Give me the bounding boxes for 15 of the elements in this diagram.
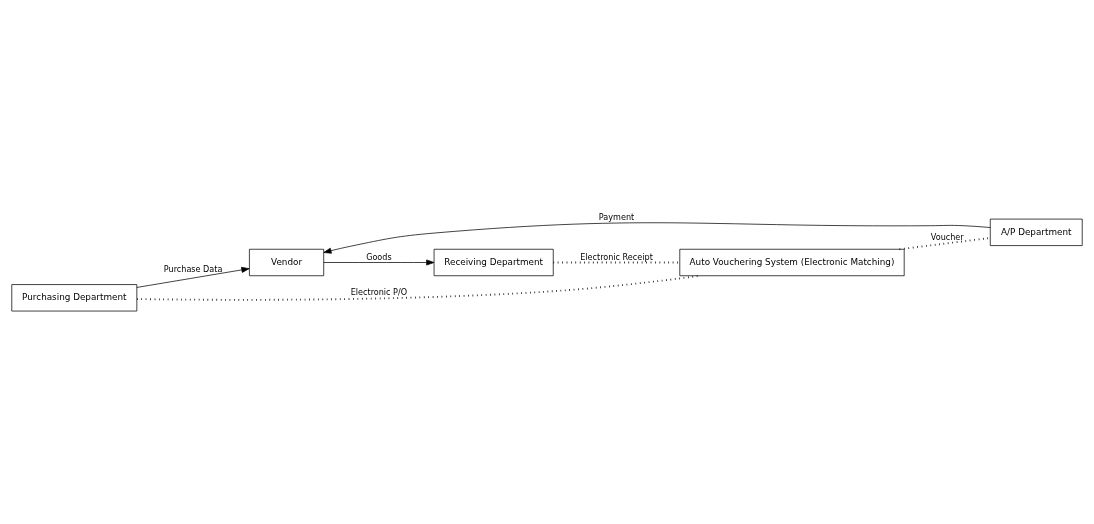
arrow <box>323 221 991 254</box>
edge-label: Payment <box>598 211 635 222</box>
arrow <box>323 259 435 265</box>
edge-label: Electronic P/O <box>350 286 408 297</box>
node-box: Vendor <box>249 248 325 276</box>
node-box: Purchasing Department <box>11 283 138 311</box>
edge-label: Purchase Data <box>163 263 223 274</box>
connector <box>552 261 681 263</box>
edge-label: Voucher <box>930 231 964 242</box>
edge-label: Goods <box>366 251 392 262</box>
node-box: A/P Department <box>989 218 1083 246</box>
node-box: Auto Vouchering System (Electronic Matching) <box>679 248 905 276</box>
edge-label: Electronic Receipt <box>580 251 653 262</box>
node-box: Receiving Department <box>433 248 554 276</box>
arrow <box>136 266 250 288</box>
